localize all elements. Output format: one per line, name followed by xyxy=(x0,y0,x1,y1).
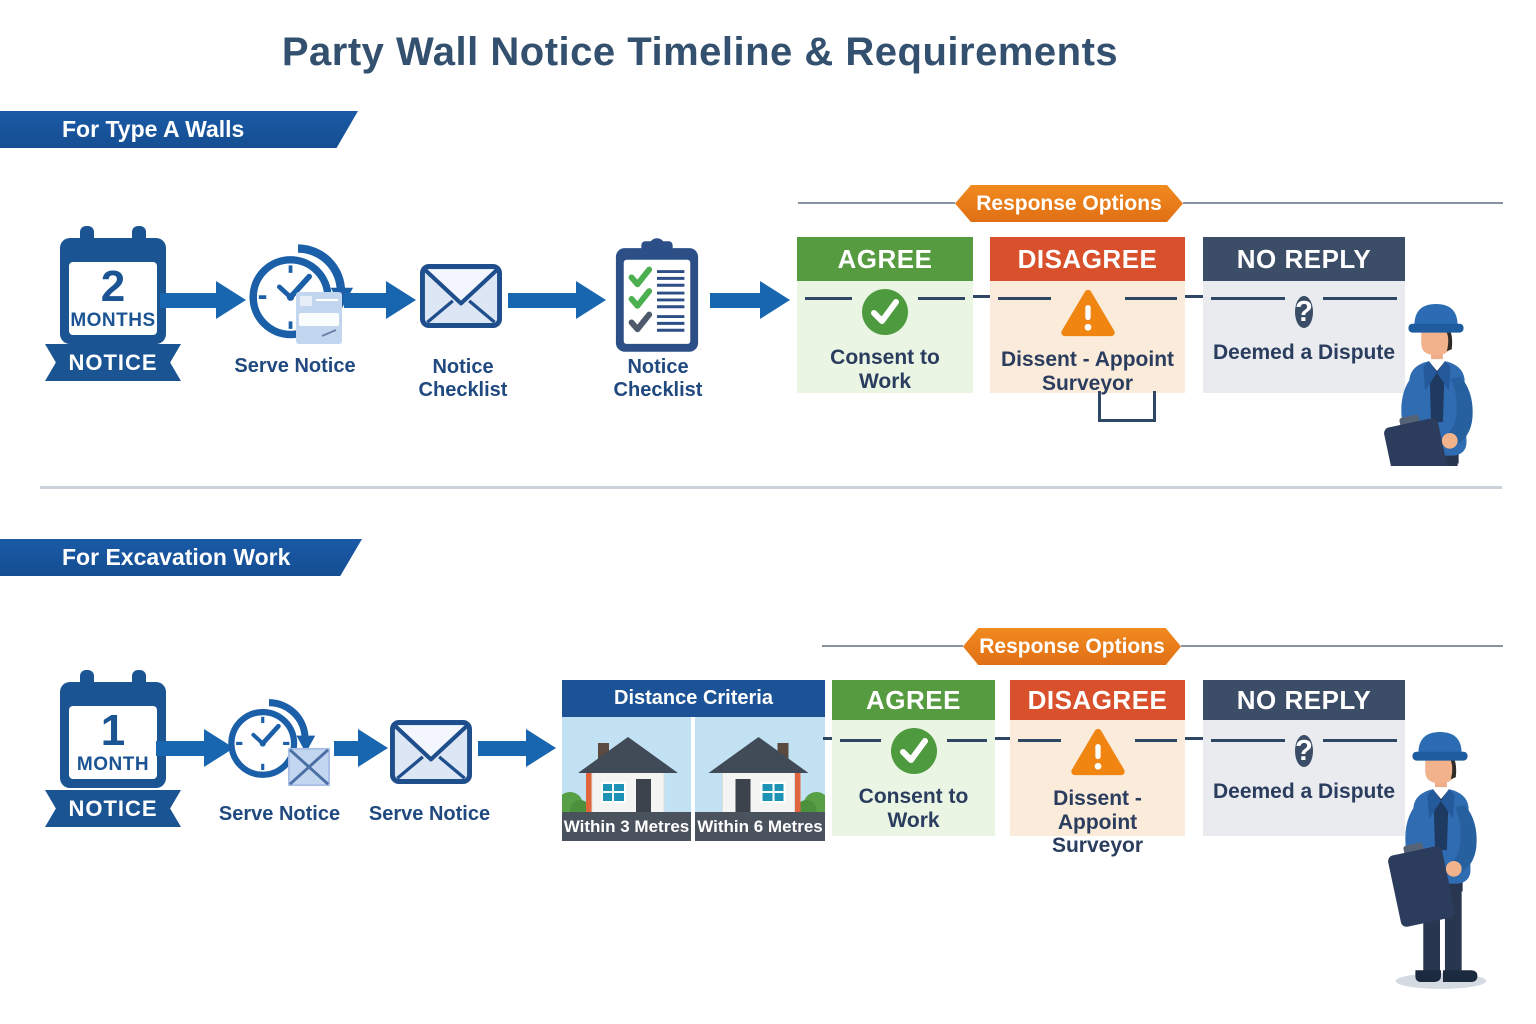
no-reply-text: Deemed a Dispute xyxy=(1212,780,1396,803)
warning-triangle-icon xyxy=(1050,286,1125,345)
question-circle-icon: ? xyxy=(1285,725,1323,777)
calendar-icon: 2 MONTHS xyxy=(58,226,168,346)
agree-text: Consent to Work xyxy=(830,346,940,393)
page-title: Party Wall Notice Timeline & Requirement… xyxy=(281,30,1119,74)
arrow-icon xyxy=(344,281,416,319)
response-card-agree: AGREE Consent to Work xyxy=(832,680,995,836)
step-label-serve-notice: Serve Notice xyxy=(368,803,491,825)
house-within-3-metres: Within 3 Metres xyxy=(562,717,691,841)
calendar-number: 1 xyxy=(100,706,126,755)
connector-line xyxy=(1181,645,1503,647)
calendar-unit: MONTH xyxy=(76,754,150,775)
calendar-icon: 1 MONTH xyxy=(58,670,168,790)
disagree-header: DISAGREE xyxy=(1010,680,1185,720)
dispute-connector-bracket xyxy=(1098,391,1156,422)
envelope-icon xyxy=(288,747,330,792)
clipboard-checklist-icon xyxy=(612,236,702,361)
calendar-number: 2 xyxy=(100,262,126,311)
question-glyph: ? xyxy=(1295,735,1313,767)
distance-label-6m: Within 6 Metres xyxy=(695,812,825,841)
notice-ribbon: NOTICE xyxy=(45,344,181,381)
response-card-no-reply: NO REPLY ? Deemed a Dispute xyxy=(1203,237,1405,393)
section-banner-excavation: For Excavation Work xyxy=(0,539,362,576)
connector-line xyxy=(1183,202,1503,204)
step-label-notice-checklist: Notice Checklist xyxy=(613,356,703,401)
house-within-6-metres: Within 6 Metres xyxy=(695,717,825,841)
connector-line xyxy=(822,645,963,647)
response-options-banner: Response Options xyxy=(963,628,1181,665)
disagree-text: Dissent - Appoint Surveyor xyxy=(1000,348,1175,395)
step-label-notice-checklist: Notice Checklist xyxy=(418,356,508,401)
section-banner-type-a: For Type A Walls xyxy=(0,111,358,148)
response-card-disagree: DISAGREE Dissent - Appoint Surveyor xyxy=(1010,680,1185,857)
arrow-icon xyxy=(478,729,556,767)
letter-icon xyxy=(296,292,342,349)
envelope-icon xyxy=(390,720,472,789)
arrow-icon xyxy=(710,281,790,319)
connector-line xyxy=(973,295,990,298)
agree-header: AGREE xyxy=(832,680,995,720)
no-reply-header: NO REPLY xyxy=(1203,680,1405,720)
step-label-serve-notice: Serve Notice xyxy=(218,803,341,825)
step-label-serve-notice: Serve Notice xyxy=(234,355,356,377)
calendar-unit: MONTHS xyxy=(70,310,156,331)
distance-criteria-panel: Distance Criteria Within 3 Metres xyxy=(562,680,825,841)
connector-line xyxy=(823,737,832,740)
agree-text: Consent to Work xyxy=(858,785,969,832)
disagree-text: Dissent - Appoint Surveyor xyxy=(1051,787,1144,858)
response-card-agree: AGREE Consent to Work xyxy=(797,237,973,393)
disagree-header: DISAGREE xyxy=(990,237,1185,281)
connector-line xyxy=(798,202,955,204)
connector-line xyxy=(1185,295,1203,298)
warning-triangle-icon xyxy=(1060,725,1135,784)
calendar-icon-art xyxy=(60,226,166,344)
section-divider xyxy=(40,486,1502,489)
distance-label-3m: Within 3 Metres xyxy=(562,812,691,841)
question-circle-icon: ? xyxy=(1285,286,1323,338)
surveyor-figure xyxy=(1378,724,1504,996)
check-circle-icon xyxy=(852,286,918,343)
arrow-icon xyxy=(508,281,606,319)
surveyor-figure xyxy=(1374,296,1498,466)
envelope-icon xyxy=(420,264,502,333)
response-options-banner: Response Options xyxy=(955,185,1183,222)
notice-ribbon: NOTICE xyxy=(45,790,181,827)
arrow-icon xyxy=(156,729,234,767)
check-circle-icon xyxy=(880,725,947,782)
question-glyph: ? xyxy=(1295,296,1313,328)
agree-header: AGREE xyxy=(797,237,973,281)
arrow-icon xyxy=(334,729,388,767)
no-reply-header: NO REPLY xyxy=(1203,237,1405,281)
no-reply-text: Deemed a Dispute xyxy=(1212,341,1396,364)
response-card-disagree: DISAGREE Dissent - Appoint Surveyor xyxy=(990,237,1185,395)
connector-line xyxy=(1185,737,1203,740)
connector-line xyxy=(995,737,1010,740)
response-card-no-reply: NO REPLY ? Deemed a Dispute xyxy=(1203,680,1405,836)
distance-criteria-header: Distance Criteria xyxy=(562,680,825,717)
arrow-icon xyxy=(160,281,246,319)
clock-icon xyxy=(222,698,316,797)
